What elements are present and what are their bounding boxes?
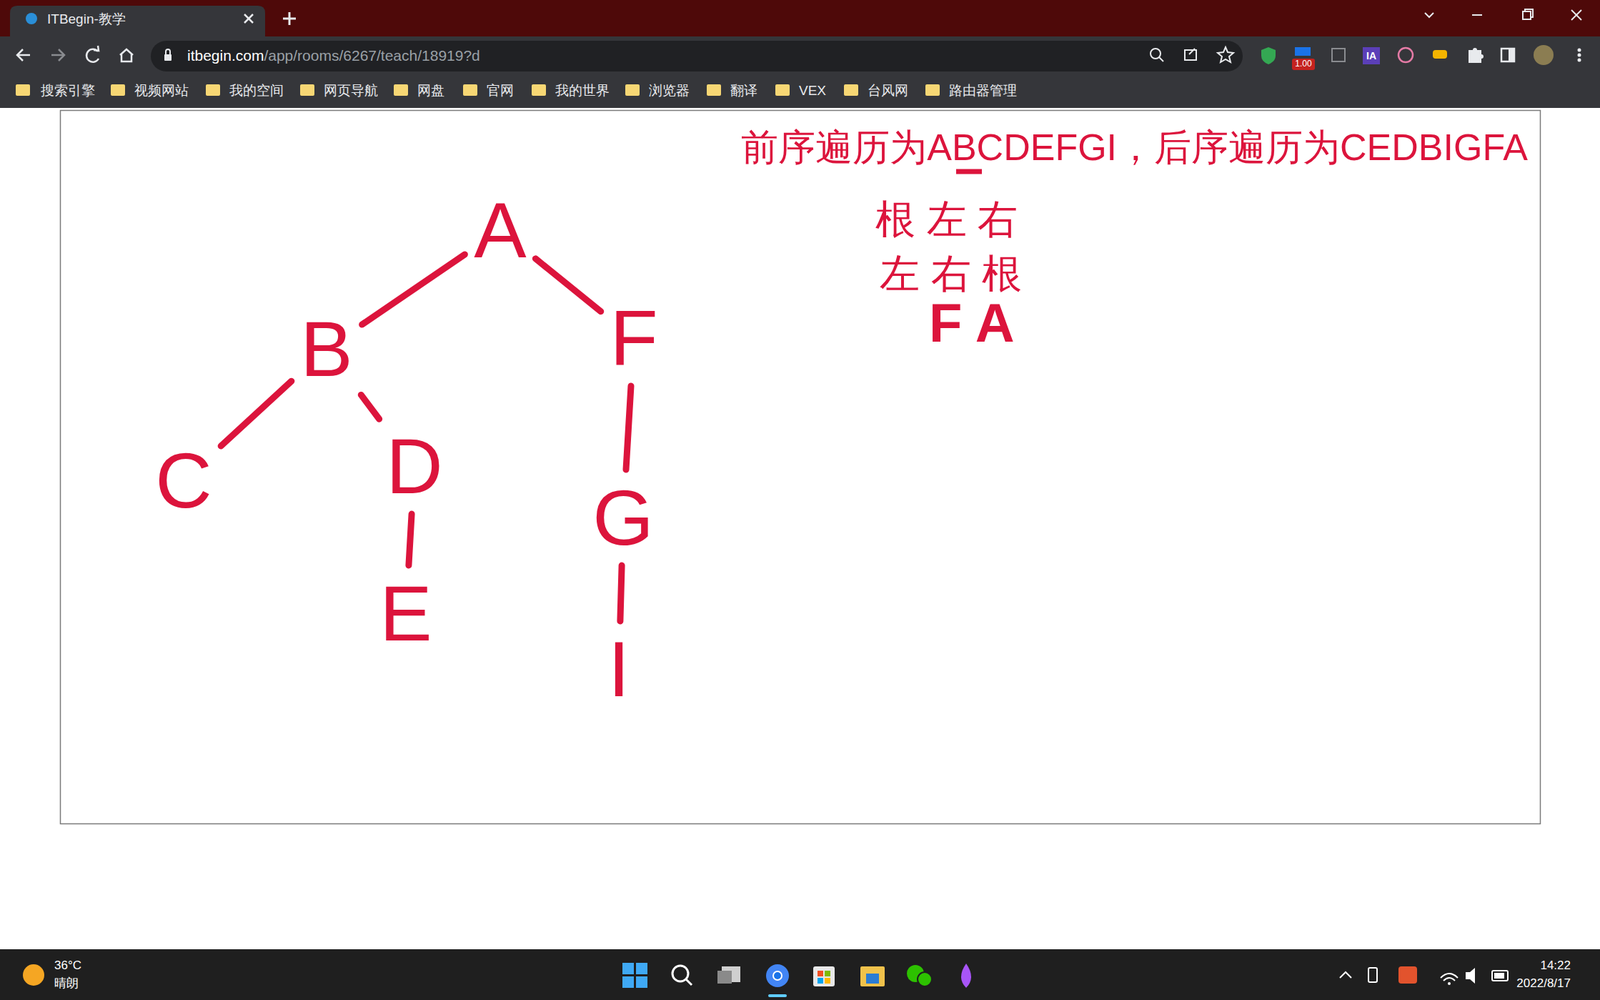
sidebar-button xyxy=(1508,48,1515,62)
tree-edge xyxy=(360,394,379,419)
tree-node: B xyxy=(294,305,359,393)
extensions-button xyxy=(1468,47,1484,63)
node-letter: D xyxy=(385,426,443,506)
bookmark-name: 我的世界 xyxy=(555,82,610,99)
bookmark-name: 台风网 xyxy=(867,82,909,99)
favicon xyxy=(25,12,38,25)
new-tab xyxy=(282,12,296,26)
nav-buttons xyxy=(17,45,133,63)
tab-close xyxy=(244,14,253,23)
label-text: 14:22 xyxy=(1539,958,1571,973)
edge-line xyxy=(535,258,601,312)
label-text: F A xyxy=(928,291,1015,354)
tree-node: D xyxy=(380,422,449,510)
weather-icon xyxy=(22,964,45,986)
edge-line xyxy=(620,565,622,621)
tree-node: F xyxy=(603,294,664,382)
extension-icon xyxy=(1294,47,1311,56)
extension-icon xyxy=(1398,47,1413,63)
node-letter: E xyxy=(379,573,432,653)
tree-node: A xyxy=(468,186,532,274)
edge-line xyxy=(625,385,631,470)
node-letter: C xyxy=(155,440,212,520)
tree-edge xyxy=(362,254,466,325)
bookmark-name: 翻译 xyxy=(730,82,758,99)
tree-node: I xyxy=(602,625,636,713)
address-bar xyxy=(150,40,1243,72)
label-text: itbegin.com xyxy=(187,47,264,65)
node-letter: A xyxy=(473,190,526,270)
tree-node: G xyxy=(586,473,660,561)
window-controls xyxy=(1424,9,1582,21)
node-letter: G xyxy=(592,478,654,557)
lock-shackle xyxy=(165,49,171,55)
extension-icon xyxy=(1332,48,1345,62)
profile-avatar xyxy=(1533,45,1554,66)
sidebar-button xyxy=(1501,48,1515,62)
taskbar-icons xyxy=(622,962,1508,997)
bookmark-name: 路由器管理 xyxy=(948,82,1017,99)
tree-edge xyxy=(535,258,601,312)
edge-line xyxy=(220,380,292,446)
label-text: 2022/8/17 xyxy=(1516,976,1571,991)
tree-node: E xyxy=(373,569,438,657)
bookmark-name: 网页导航 xyxy=(323,82,379,99)
extension-badge xyxy=(1292,58,1315,71)
bookmark-name: 网盘 xyxy=(417,82,445,99)
active-tab xyxy=(10,5,266,37)
toolbar xyxy=(0,36,1600,74)
label-text: 1.00 xyxy=(1294,59,1312,70)
tree-edge xyxy=(408,513,412,566)
extension-icon xyxy=(1432,50,1448,59)
bookmarks-bar xyxy=(0,73,1600,108)
extension-shield xyxy=(1261,47,1276,65)
question-text: 前序遍历为ABCDEFGI，后序遍历为CEDBIGFA xyxy=(741,126,1528,170)
tree-edge xyxy=(220,380,292,446)
extension-icon xyxy=(1362,47,1380,65)
label-text: 左 右 根 xyxy=(879,250,1022,297)
bookmark-name: 我的空间 xyxy=(229,82,284,99)
whiteboard xyxy=(60,110,1541,824)
tab-bar xyxy=(0,0,1600,37)
bookmark-name: 视频网站 xyxy=(134,82,189,99)
edge-line xyxy=(408,513,412,566)
tree-node: C xyxy=(149,436,218,524)
address-icons xyxy=(1150,47,1234,63)
label-text: ITBegin-教学 xyxy=(47,11,126,28)
taskbar xyxy=(0,948,1600,1000)
tree-edge xyxy=(620,565,622,621)
label-text: IA xyxy=(1366,50,1377,62)
node-letter: I xyxy=(608,629,631,709)
tree-edge xyxy=(625,385,631,470)
node-letter: B xyxy=(300,309,353,389)
bookmark-name: 浏览器 xyxy=(648,82,690,99)
edge-line xyxy=(360,394,379,419)
bookmark-name: 官网 xyxy=(486,82,514,99)
label-text: 根 左 右 xyxy=(875,196,1018,243)
bookmark-name: 搜索引擎 xyxy=(40,82,96,99)
bookmark-name: VEX xyxy=(798,82,827,99)
label-text: /app/rooms/6267/teach/18919?d xyxy=(263,47,480,65)
underline-mark xyxy=(956,169,982,175)
lock-icon xyxy=(164,54,172,61)
node-letter: F xyxy=(609,298,658,378)
label-text: 36°C xyxy=(54,958,82,973)
edge-line xyxy=(362,254,466,325)
label-text: 晴朗 xyxy=(54,976,79,991)
menu-button xyxy=(1577,48,1582,63)
